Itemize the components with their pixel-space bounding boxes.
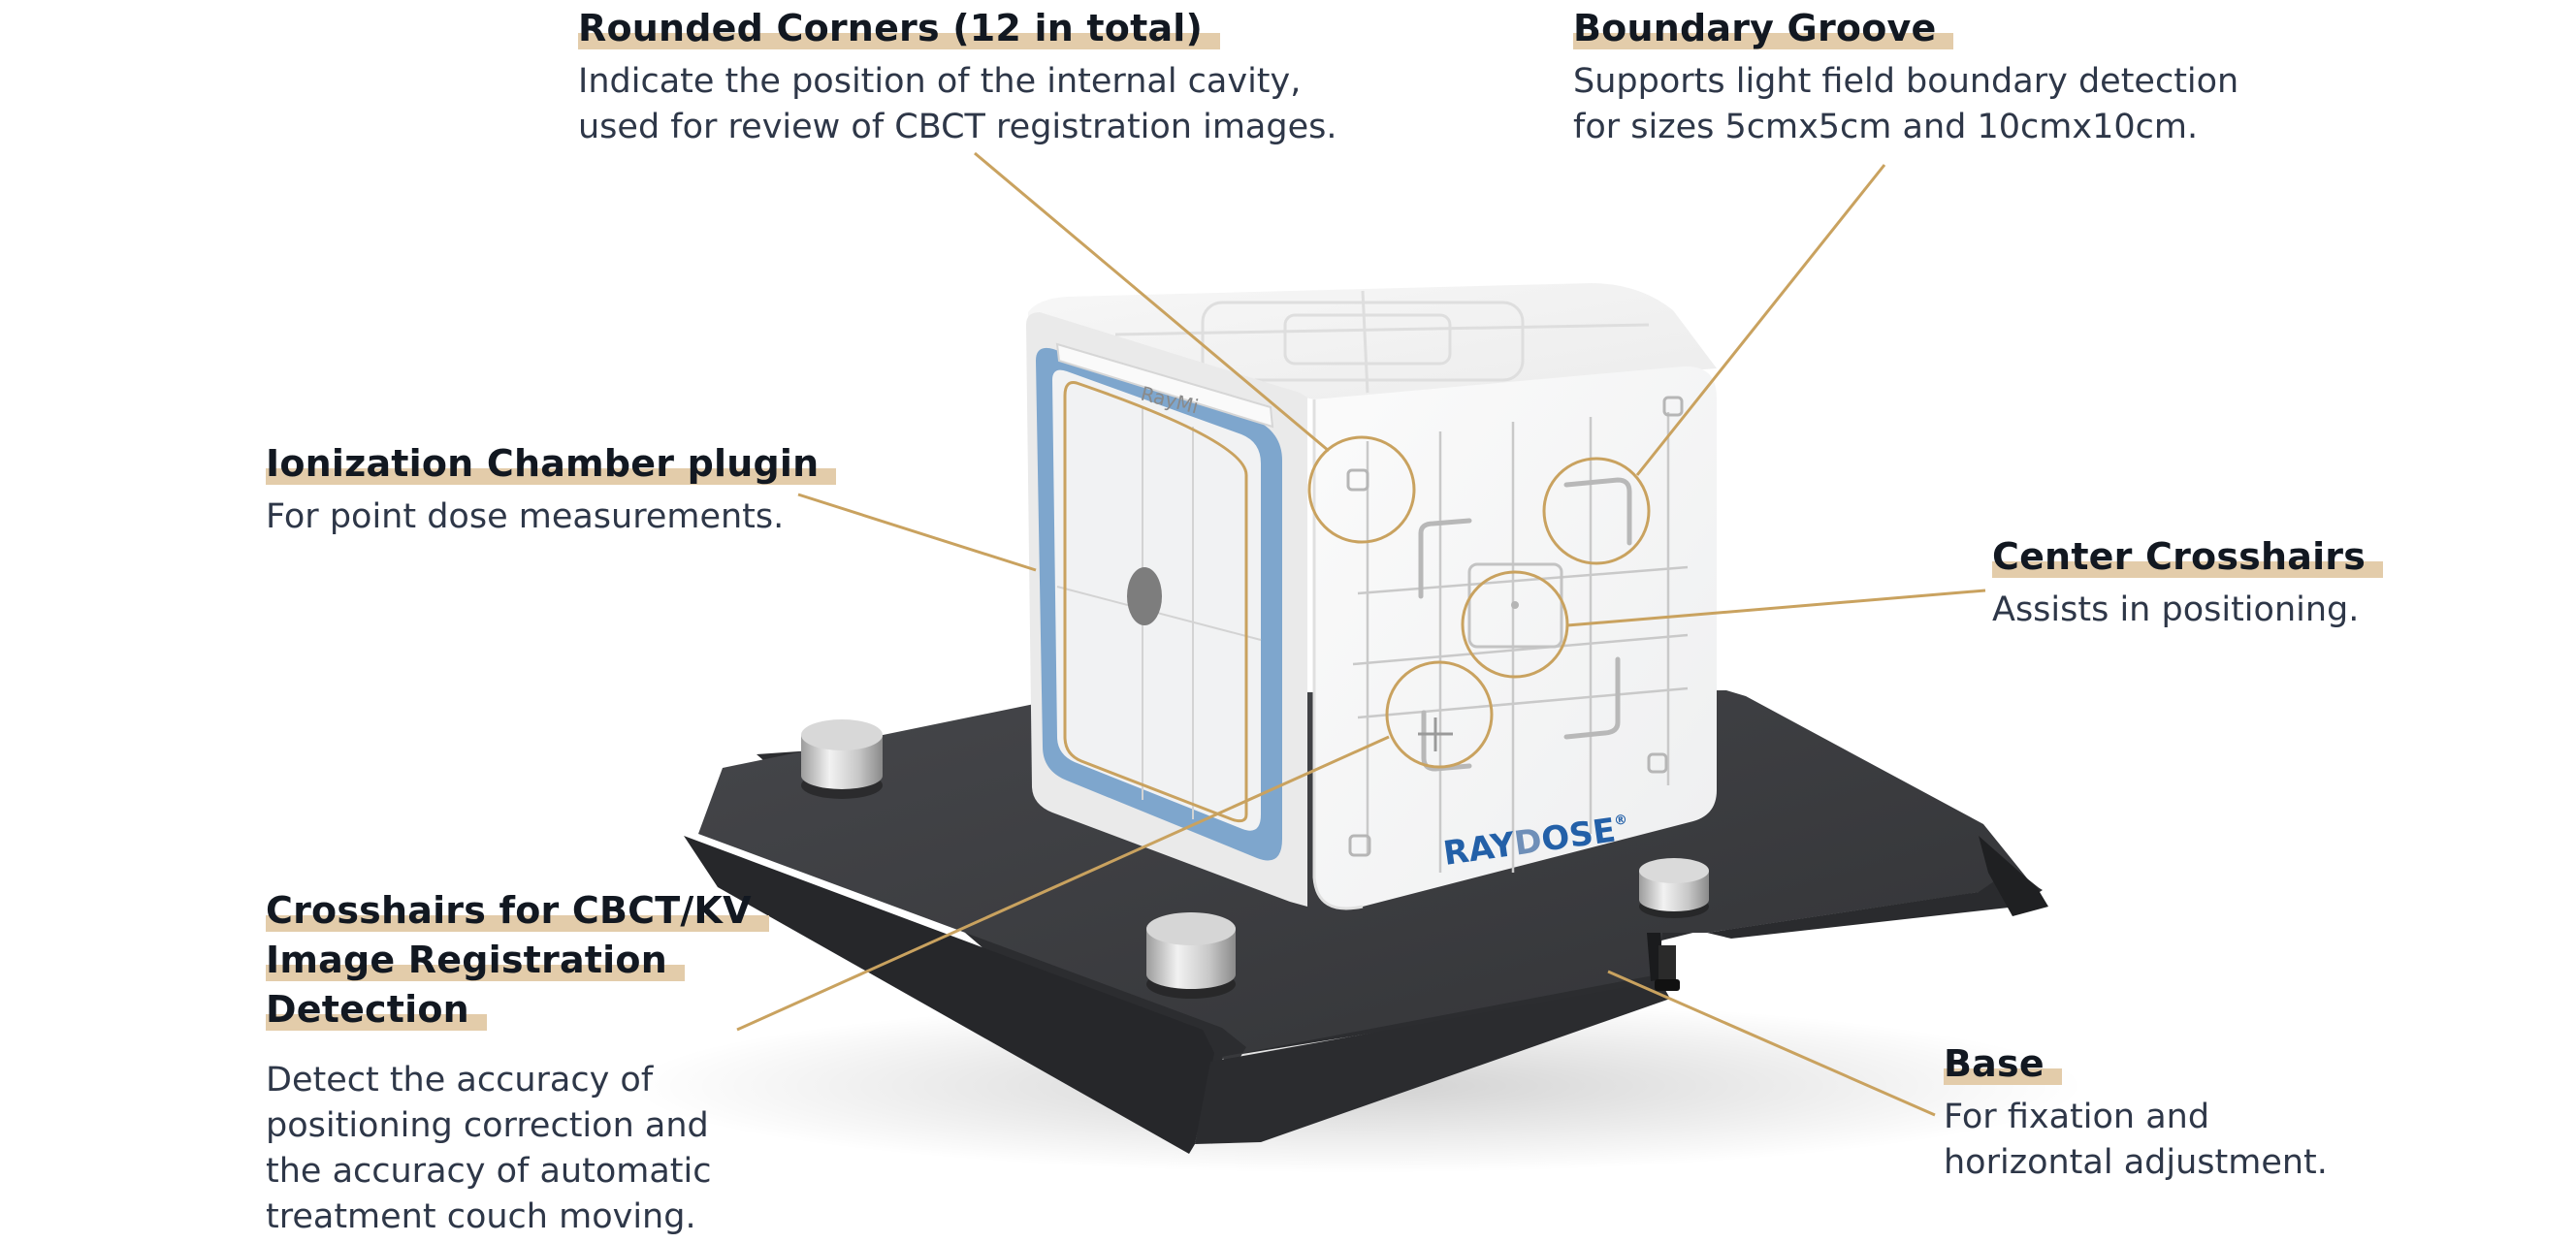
leveling-knob-left	[801, 719, 883, 799]
leader-boundary-groove	[1635, 164, 1886, 476]
leader-center-crosshairs	[1566, 589, 1986, 627]
leveling-knob-front	[1146, 912, 1236, 999]
leader-base	[1607, 970, 1936, 1117]
adjustment-screw	[1655, 945, 1680, 991]
leveling-knob-right	[1639, 858, 1709, 918]
boundary-groove-indicator	[1542, 457, 1651, 565]
ionization-chamber-plugin: RayMi	[1036, 342, 1282, 861]
phantom-cube: RAYDOSE® RayMi	[1026, 283, 1717, 910]
leader-cbct-crosshairs	[736, 735, 1390, 1032]
chamber-indicator-outline	[1063, 381, 1248, 823]
cbct-crosshairs-indicator	[1385, 660, 1494, 769]
leader-rounded-corners	[974, 151, 1330, 453]
leader-ionization-chamber	[797, 493, 1037, 572]
leader-lines	[736, 151, 1986, 1117]
rounded-corner-indicator	[1307, 435, 1416, 544]
